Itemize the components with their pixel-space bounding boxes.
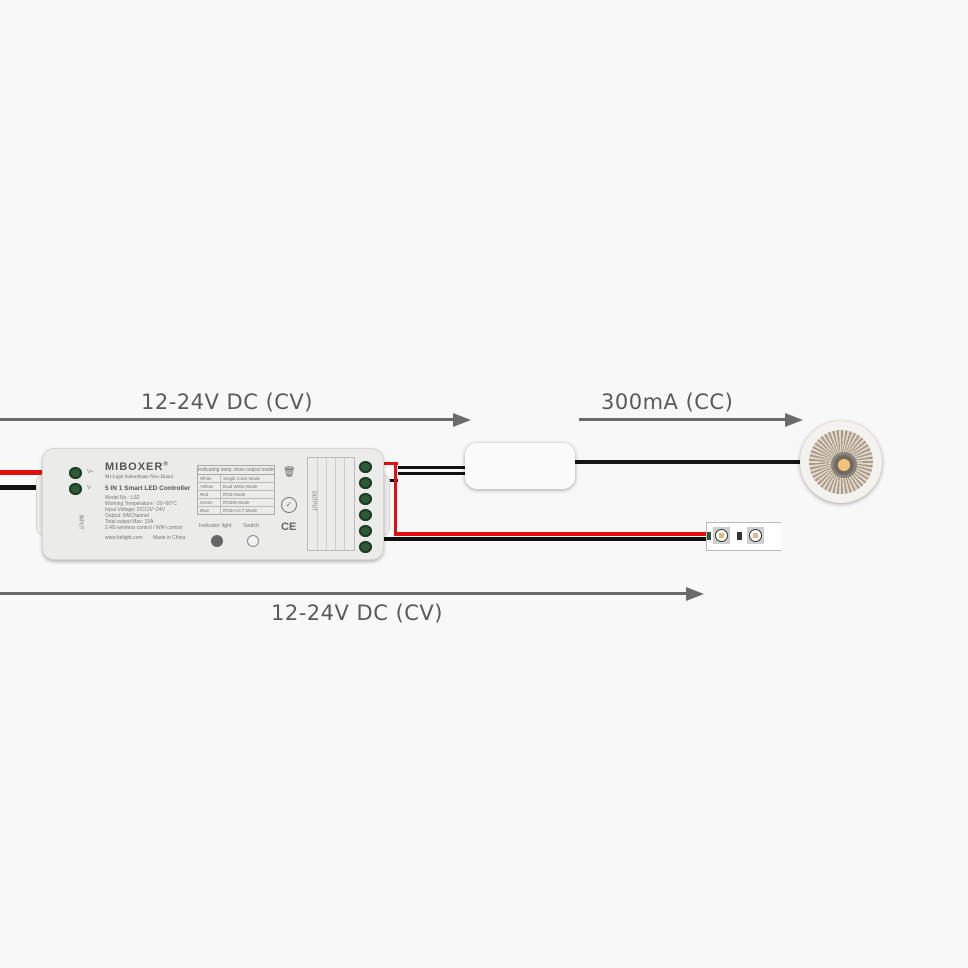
input-positive-wire <box>0 470 62 475</box>
strip-positive-wire <box>394 532 708 536</box>
ce-mark-icon: CE <box>281 521 297 533</box>
cc-led-driver <box>465 443 575 489</box>
arrow-line <box>0 592 688 595</box>
row-color: Blue <box>198 507 221 514</box>
bottom-cv-label: 12-24V DC (CV) <box>271 601 443 625</box>
product-name: 5 IN 1 Smart LED Controller <box>105 485 191 492</box>
driver-input-wire <box>398 472 466 475</box>
output-table: OUTPUT <box>307 457 355 551</box>
input-label: INPUT <box>77 514 84 530</box>
indicator-light-label: Indicator light <box>199 523 232 529</box>
strip-resistor <box>737 532 742 540</box>
rohs-check-icon: ✓ <box>281 497 297 513</box>
output-terminal-2 <box>359 477 372 489</box>
switch-label: Switch <box>243 523 260 529</box>
output-terminal-5 <box>359 525 372 537</box>
output-column-divider <box>326 458 327 550</box>
strip-solder-pad <box>707 532 711 540</box>
row-mode: Dual White Mode <box>223 484 258 489</box>
output-column-divider <box>317 458 318 550</box>
spec-line: 2.4G wireless control / WiFi control <box>105 525 183 531</box>
spec-line: Output: 6A/Channel <box>105 513 149 519</box>
terminal-label: V+ <box>87 469 94 475</box>
spec-line: Model No.: LS2 <box>105 495 140 501</box>
output-terminal-4 <box>359 509 372 521</box>
row-color: Yellow <box>198 483 221 490</box>
input-terminal-negative <box>69 483 82 495</box>
arrow-head-icon <box>453 413 471 427</box>
output-terminal-1 <box>359 461 372 473</box>
arrow-head-icon <box>686 587 704 601</box>
arrow-head-icon <box>785 413 803 427</box>
spotlight-cob-ring <box>831 452 857 478</box>
mode-switch-button[interactable] <box>247 535 259 547</box>
output-label: OUTPUT <box>310 490 317 512</box>
spotlight-cob-led <box>838 459 850 471</box>
row-mode: Single Color Mode <box>223 476 261 481</box>
spec-line: Working Temperature: -20~60°C <box>105 501 177 507</box>
weee-bin-icon: 🗑 <box>283 467 296 478</box>
input-terminal-positive <box>69 467 82 479</box>
spec-line: Total output Max: 15A <box>105 519 154 525</box>
led-spotlight <box>800 421 882 503</box>
indicator-table-header: Indicating lamp show output mode <box>198 467 274 475</box>
strip-negative-wire <box>380 537 708 541</box>
smd-led <box>747 527 764 544</box>
input-negative-wire <box>0 485 62 490</box>
output-column-divider <box>335 458 336 550</box>
arrow-line <box>0 418 455 421</box>
brand-subtitle: Mi-Light Subordinate New Brand <box>105 475 173 480</box>
top-cv-label: 12-24V DC (CV) <box>141 390 313 414</box>
brand-logo: MIBOXER® <box>105 461 169 473</box>
website-text: www.futlight.com <box>105 535 143 541</box>
smd-led <box>713 527 730 544</box>
terminal-label: V- <box>87 485 92 491</box>
strip-positive-riser-wire <box>394 462 397 534</box>
row-mode: RGBW Mode <box>223 500 250 505</box>
row-color: White <box>198 475 221 482</box>
driver-input-wire <box>398 466 466 469</box>
output-positive-wire <box>380 462 398 465</box>
spec-line: Input Voltage: DC12V~24V <box>105 507 165 513</box>
controller-body: V+ V- INPUT MIBOXER® Mi-Light Subordinat… <box>42 448 384 560</box>
row-mode: RGB+CCT Mode <box>223 508 258 513</box>
row-mode: RGB Mode <box>223 492 246 497</box>
origin-text: Made in China <box>153 535 186 541</box>
brand-name: MIBOXER <box>105 461 164 473</box>
indicator-light <box>211 535 223 547</box>
row-color: Green <box>198 499 221 506</box>
arrow-line <box>579 418 787 421</box>
row-color: Red <box>198 491 221 498</box>
spotlight-cable <box>575 460 803 464</box>
cc-label: 300mA (CC) <box>601 390 734 414</box>
registered-mark: ® <box>163 461 169 468</box>
spotlight-reflector <box>809 430 873 494</box>
led-strip <box>706 522 781 551</box>
output-terminal-3 <box>359 493 372 505</box>
output-column-divider <box>344 458 345 550</box>
output-terminal-6 <box>359 541 372 553</box>
